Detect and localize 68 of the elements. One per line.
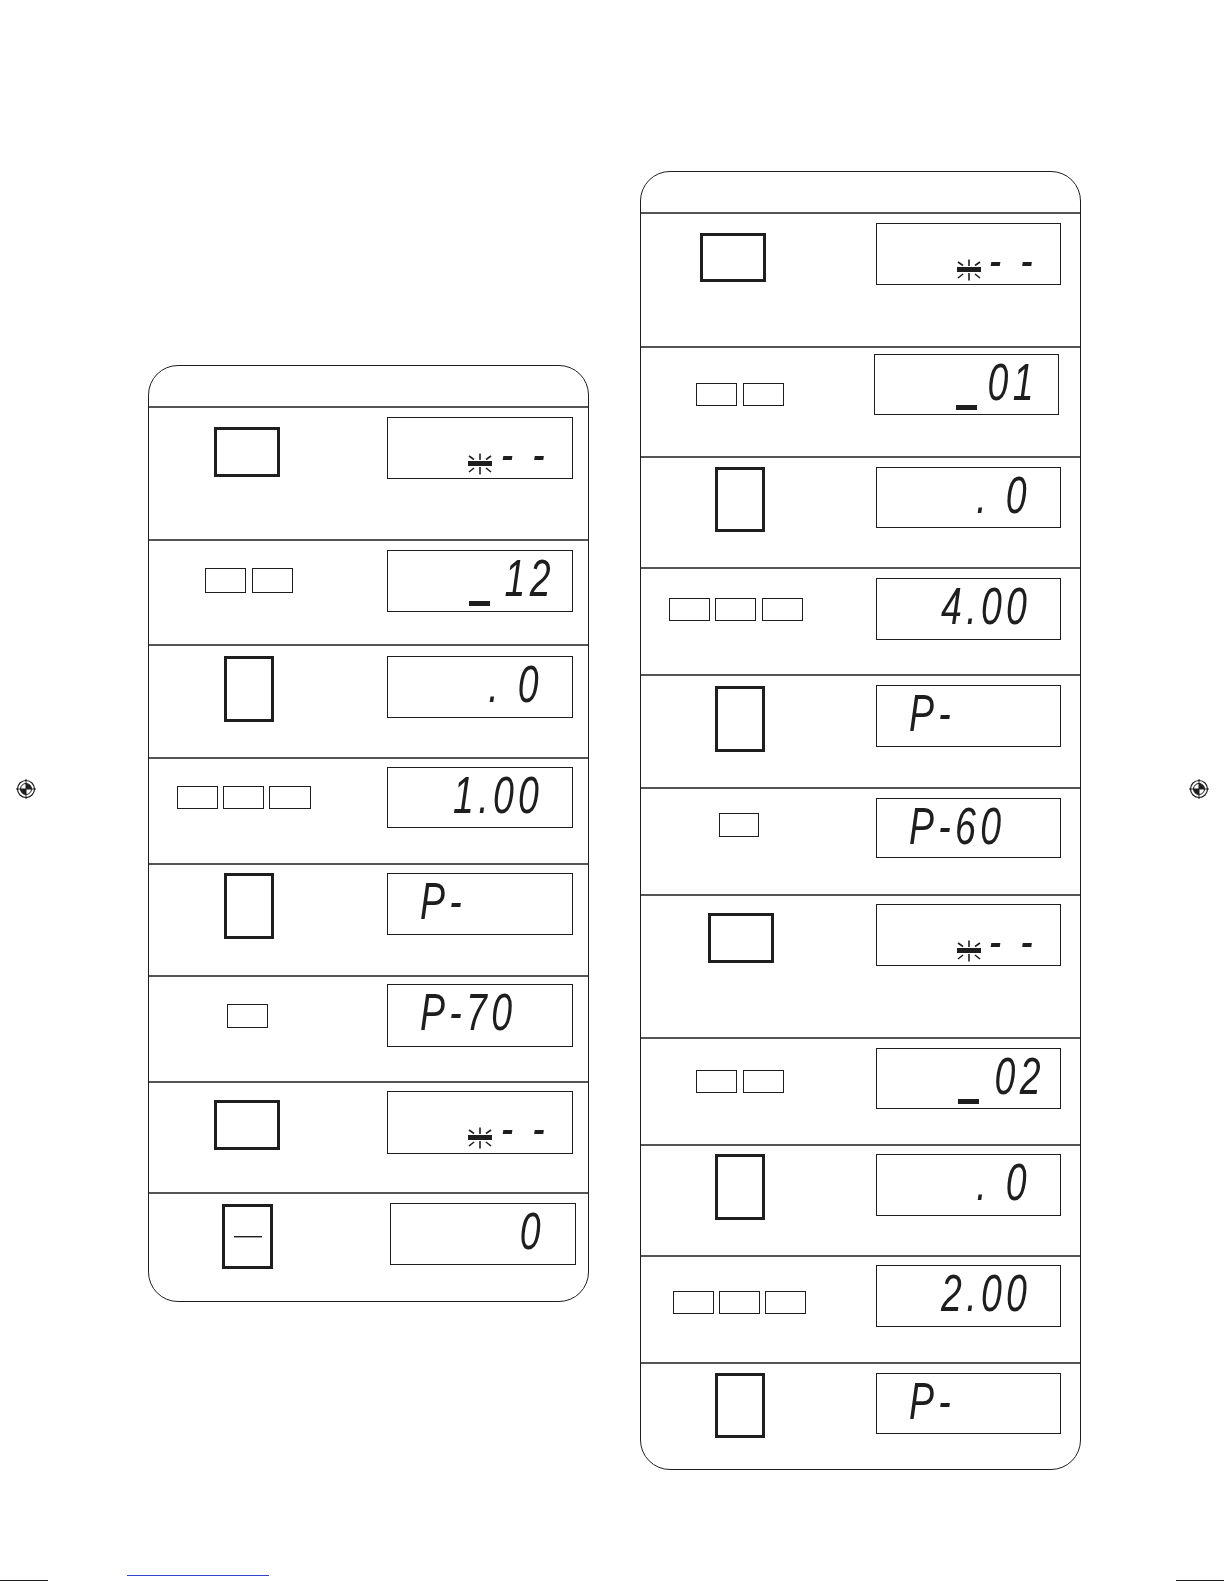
display-readout: P-70	[420, 986, 517, 1038]
display-readout: 01	[987, 356, 1038, 408]
display-readout: P-	[909, 1375, 956, 1427]
lcd-display	[387, 656, 573, 718]
lcd-display	[876, 223, 1061, 285]
keypad-button	[700, 233, 766, 282]
lcd-display	[387, 873, 573, 935]
display-readout: . 0	[976, 1156, 1031, 1208]
display-readout: . 0	[488, 658, 543, 710]
instruction-panel	[640, 171, 1081, 1470]
keypad-button	[762, 598, 803, 621]
display-readout: 0	[519, 1205, 545, 1257]
display-readout: 4.00	[940, 580, 1031, 632]
display-readout: P-	[420, 875, 467, 927]
display-readout: 02	[994, 1050, 1045, 1102]
lcd-display	[876, 467, 1061, 528]
keypad-button	[765, 1291, 806, 1314]
display-readout: - -	[988, 240, 1037, 280]
keypad-button	[269, 786, 311, 809]
lcd-display	[876, 578, 1061, 640]
display-readout: 12	[504, 552, 555, 604]
keypad-button	[708, 913, 774, 963]
keypad-button	[719, 1291, 760, 1314]
keypad-button	[719, 813, 759, 837]
keypad-button	[715, 686, 765, 752]
lcd-display	[876, 904, 1061, 966]
lcd-display	[876, 1373, 1061, 1434]
keypad-button	[715, 1373, 765, 1438]
lcd-display	[387, 984, 573, 1047]
display-readout: - -	[500, 434, 549, 474]
keypad-button	[205, 568, 246, 593]
keypad-button	[715, 1154, 765, 1220]
keypad-button	[715, 598, 756, 621]
keypad-button	[177, 786, 218, 809]
keypad-button	[743, 1070, 784, 1093]
keypad-button	[696, 1070, 737, 1093]
keypad-button	[214, 427, 280, 477]
keypad-button	[673, 1291, 714, 1314]
lcd-display	[387, 550, 573, 612]
display-readout: 1.00	[452, 769, 543, 821]
display-readout: - -	[500, 1108, 549, 1148]
display-readout: - -	[988, 921, 1037, 961]
lcd-display	[390, 1203, 576, 1265]
lcd-display	[876, 1048, 1061, 1109]
display-readout: . 0	[976, 469, 1031, 521]
keypad-button	[224, 656, 274, 722]
lcd-display	[874, 354, 1059, 415]
display-readout: P-	[909, 687, 956, 739]
lcd-display	[876, 1154, 1061, 1216]
keypad-button	[214, 1100, 280, 1150]
lcd-display	[876, 685, 1061, 747]
keypad-button	[696, 383, 737, 406]
display-readout: P-60	[909, 800, 1006, 852]
keypad-button	[252, 568, 293, 593]
lcd-display	[387, 767, 573, 828]
lcd-display	[876, 798, 1061, 858]
display-readout: 2.00	[940, 1267, 1031, 1319]
keypad-button	[224, 873, 274, 939]
keypad-button	[223, 786, 264, 809]
lcd-display	[387, 1091, 573, 1154]
lcd-display	[876, 1265, 1061, 1327]
keypad-button	[743, 383, 784, 406]
keypad-button	[222, 1204, 273, 1269]
keypad-button	[669, 598, 710, 621]
keypad-button	[715, 467, 765, 532]
keypad-button	[227, 1004, 268, 1028]
lcd-display	[387, 417, 573, 479]
instruction-panel	[148, 365, 589, 1302]
